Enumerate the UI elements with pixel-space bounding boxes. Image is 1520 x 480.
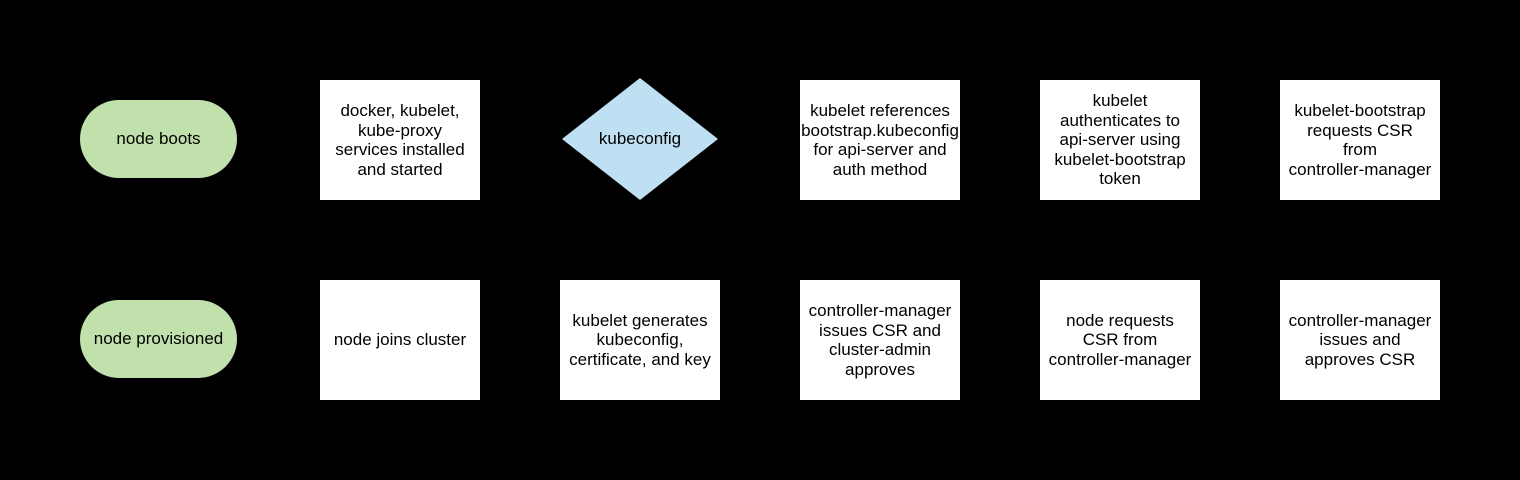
bootstrap-requests-csr-label: kubelet-bootstrap requests CSR from cont…: [1288, 101, 1432, 179]
kubelet-authenticates-step: kubelet authenticates to api-server usin…: [1040, 80, 1200, 200]
node-provisioned-label: node provisioned: [93, 329, 224, 349]
cm-issues-csr-admin-approves-step: controller-manager issues CSR and cluste…: [800, 280, 960, 400]
kubeconfig-decision: kubeconfig: [562, 78, 718, 200]
kubelet-generates-step: kubelet generates kubeconfig, certificat…: [560, 280, 720, 400]
bootstrap-requests-csr-step: kubelet-bootstrap requests CSR from cont…: [1280, 80, 1440, 200]
node-joins-cluster-label: node joins cluster: [333, 330, 467, 350]
services-installed-step: docker, kubelet, kube-proxy services ins…: [320, 80, 480, 200]
node-requests-csr-step: node requests CSR from controller-manage…: [1040, 280, 1200, 400]
node-joins-cluster-step: node joins cluster: [320, 280, 480, 400]
kubeconfig-decision-label: kubeconfig: [598, 129, 682, 149]
node-boots-terminator: node boots: [80, 100, 237, 178]
node-requests-csr-label: node requests CSR from controller-manage…: [1048, 310, 1192, 369]
kubelet-references-label: kubelet references bootstrap.kubeconfig …: [801, 101, 959, 179]
diamond-icon: [562, 78, 718, 200]
cm-issues-csr-admin-approves-label: controller-manager issues CSR and cluste…: [808, 301, 952, 379]
node-provisioned-terminator: node provisioned: [80, 300, 237, 378]
kubelet-generates-label: kubelet generates kubeconfig, certificat…: [569, 310, 711, 369]
cm-issues-and-approves-label: controller-manager issues and approves C…: [1288, 310, 1432, 369]
cm-issues-and-approves-step: controller-manager issues and approves C…: [1280, 280, 1440, 400]
kubelet-authenticates-label: kubelet authenticates to api-server usin…: [1054, 91, 1186, 189]
kubelet-references-step: kubelet references bootstrap.kubeconfig …: [800, 80, 960, 200]
services-installed-label: docker, kubelet, kube-proxy services ins…: [335, 101, 465, 179]
node-boots-label: node boots: [116, 129, 201, 149]
